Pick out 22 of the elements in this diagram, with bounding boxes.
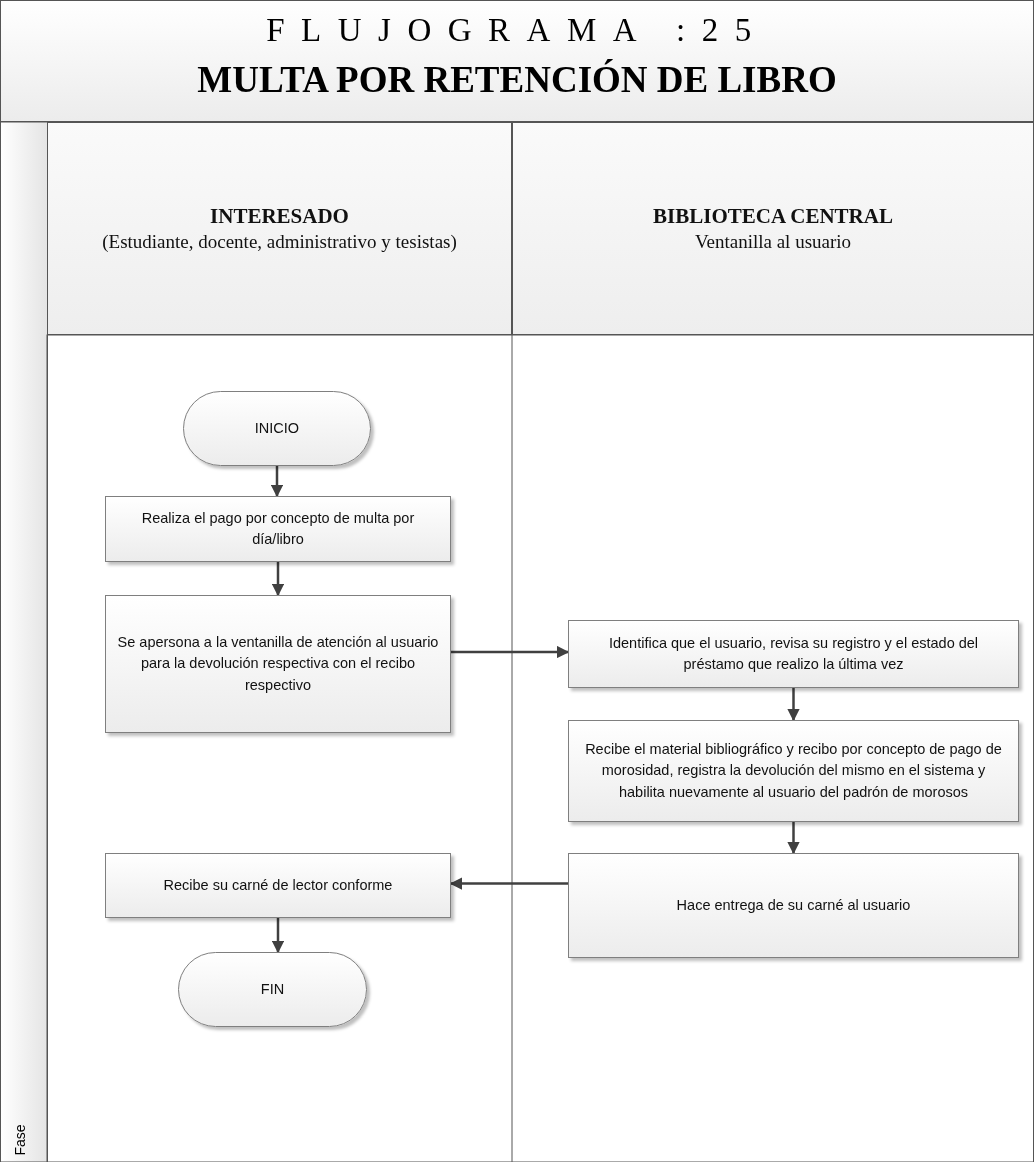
lane-subtitle: Ventanilla al usuario bbox=[694, 229, 852, 254]
arrow bbox=[787, 688, 800, 722]
diagram-title: FLUJOGRAMA :25 bbox=[265, 12, 769, 49]
arrow bbox=[271, 918, 285, 954]
process-box: Identifica que el usuario, revisa su registro y el estado del préstamo que realizo la última vez bbox=[568, 620, 1019, 688]
process-box: Recibe su carné de lector conforme bbox=[105, 853, 451, 918]
terminal-box: FIN bbox=[178, 952, 367, 1027]
arrow bbox=[451, 645, 570, 659]
lane-title: INTERESADO bbox=[210, 202, 349, 230]
lane-title: BIBLIOTECA CENTRAL bbox=[653, 202, 893, 230]
arrow bbox=[271, 562, 285, 597]
diagram-subtitle: MULTA POR RETENCIÓN DE LIBRO bbox=[196, 58, 838, 101]
process-box: Hace entrega de su carné al usuario bbox=[568, 853, 1019, 958]
process-box: Recibe el material bibliográfico y recibo por concepto de pago de morosidad, registra la devolución del mismo en el sistema y habilita nuevamente al usuario del padrón de morosos bbox=[568, 720, 1019, 822]
process-box: Realiza el pago por concepto de multa por día/libro bbox=[105, 496, 451, 562]
arrow bbox=[449, 877, 568, 890]
process-box: Se apersona a la ventanilla de atención al usuario para la devolución respectiva con el recibo respectivo bbox=[105, 595, 451, 733]
arrow bbox=[270, 466, 284, 498]
lane-subtitle: (Estudiante, docente, administrativo y tesistas) bbox=[102, 229, 457, 254]
arrow bbox=[787, 822, 800, 855]
terminal-box: INICIO bbox=[183, 391, 371, 466]
phase-label: Fase bbox=[11, 1124, 28, 1156]
